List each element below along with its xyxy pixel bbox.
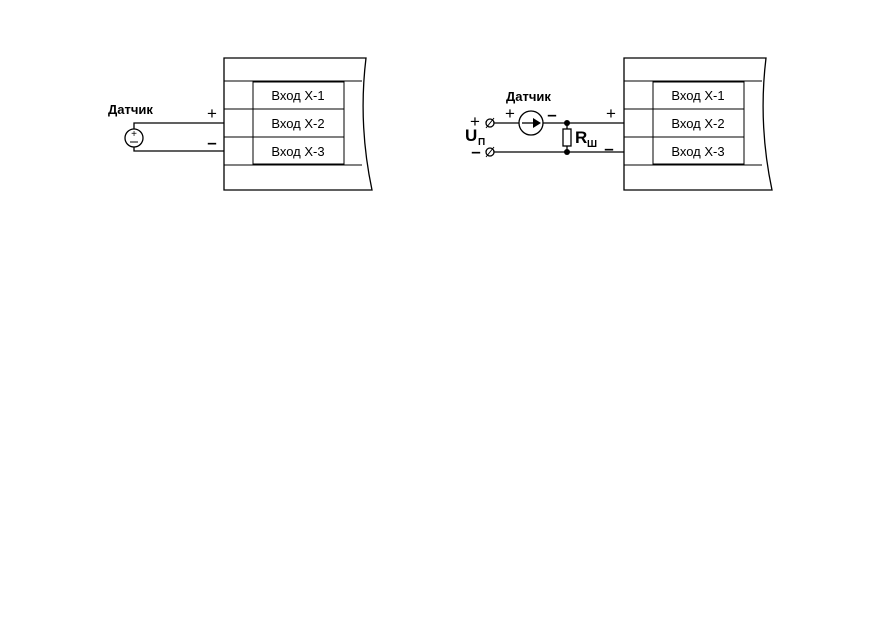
wire-plus-left (133, 122, 224, 129)
input-minus-sign: – (604, 139, 613, 158)
sensor-label: Датчик (108, 102, 153, 117)
current-source-icon (518, 110, 544, 136)
input-table-right (652, 81, 745, 165)
shunt-subscript: Ш (587, 139, 597, 150)
input-x1-label: Вход X-1 (671, 88, 724, 103)
terminal-icon (485, 146, 495, 158)
plus-sign: + (207, 104, 217, 123)
input-plus-sign: + (606, 104, 616, 123)
sensor-label: Датчик (506, 89, 551, 104)
minus-sign: – (207, 133, 216, 152)
input-table-left (252, 81, 345, 165)
source-plus-sign: + (505, 104, 515, 123)
resistor-icon (562, 123, 572, 152)
input-x1-label: Вход X-1 (271, 88, 324, 103)
terminal-icon (485, 117, 495, 129)
supply-voltage-subscript: П (478, 137, 485, 148)
device-housing-right (623, 57, 773, 191)
wire-minus-left (133, 147, 224, 152)
left-diagram: Вход X-1 Вход X-2 Вход X-3 Датчик + + – (108, 57, 373, 191)
input-x3-label: Вход X-3 (271, 144, 324, 159)
source-minus-sign: – (547, 105, 556, 124)
supply-minus-sign: – (471, 142, 480, 161)
right-diagram: Вход X-1 Вход X-2 Вход X-3 Датчик + – U … (465, 57, 773, 191)
svg-text:+: + (131, 129, 137, 140)
input-x2-label: Вход X-2 (271, 116, 324, 131)
supply-voltage-label: U (465, 126, 477, 145)
supply-plus-sign: + (470, 112, 480, 131)
voltage-source-icon: + (124, 128, 144, 148)
device-housing-left (223, 57, 373, 191)
input-x2-label: Вход X-2 (671, 116, 724, 131)
shunt-label: R (575, 128, 587, 147)
input-x3-label: Вход X-3 (671, 144, 724, 159)
